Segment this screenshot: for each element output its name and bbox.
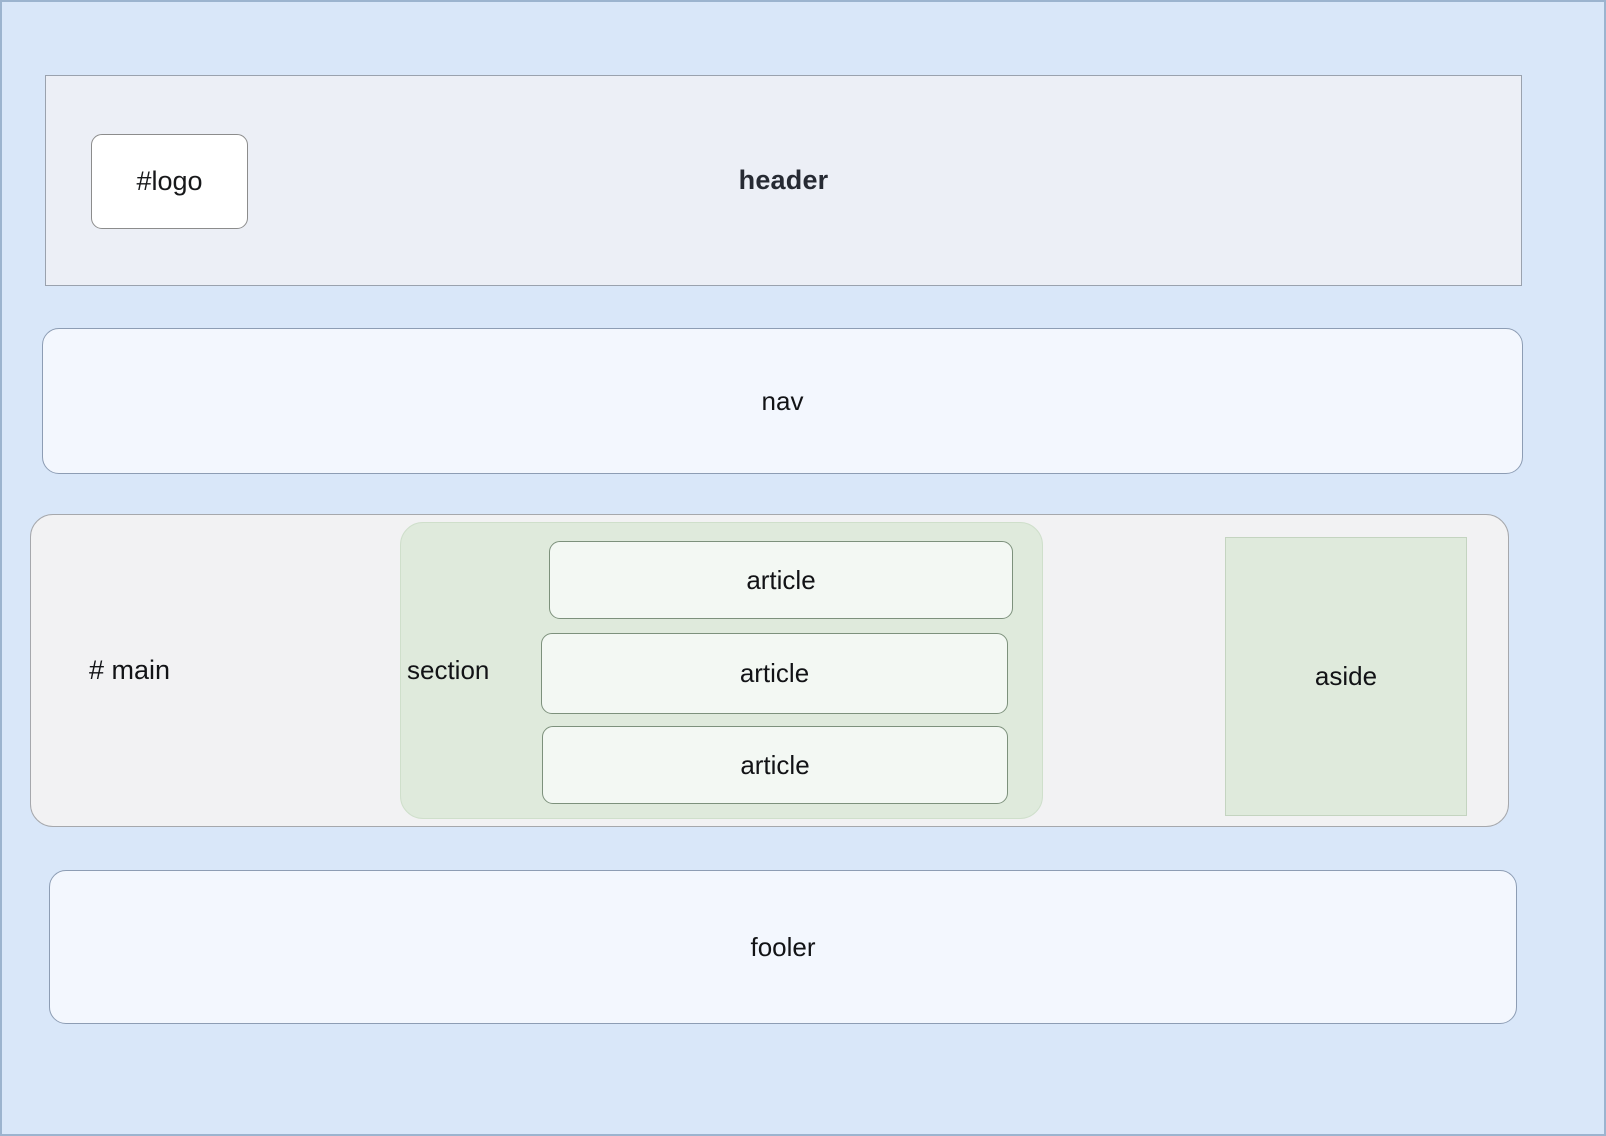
header-region: header #logo	[45, 75, 1522, 286]
section-label: section	[407, 655, 490, 685]
nav-region: nav	[42, 328, 1523, 474]
main-label: # main	[89, 655, 171, 685]
article-box: article	[542, 726, 1008, 804]
article-box: article	[549, 541, 1013, 619]
footer-region: fooler	[49, 870, 1517, 1024]
article-box: article	[541, 633, 1008, 714]
logo-box[interactable]: #logo	[91, 134, 248, 229]
aside-region: aside	[1225, 537, 1467, 816]
header-label: header	[738, 165, 829, 195]
